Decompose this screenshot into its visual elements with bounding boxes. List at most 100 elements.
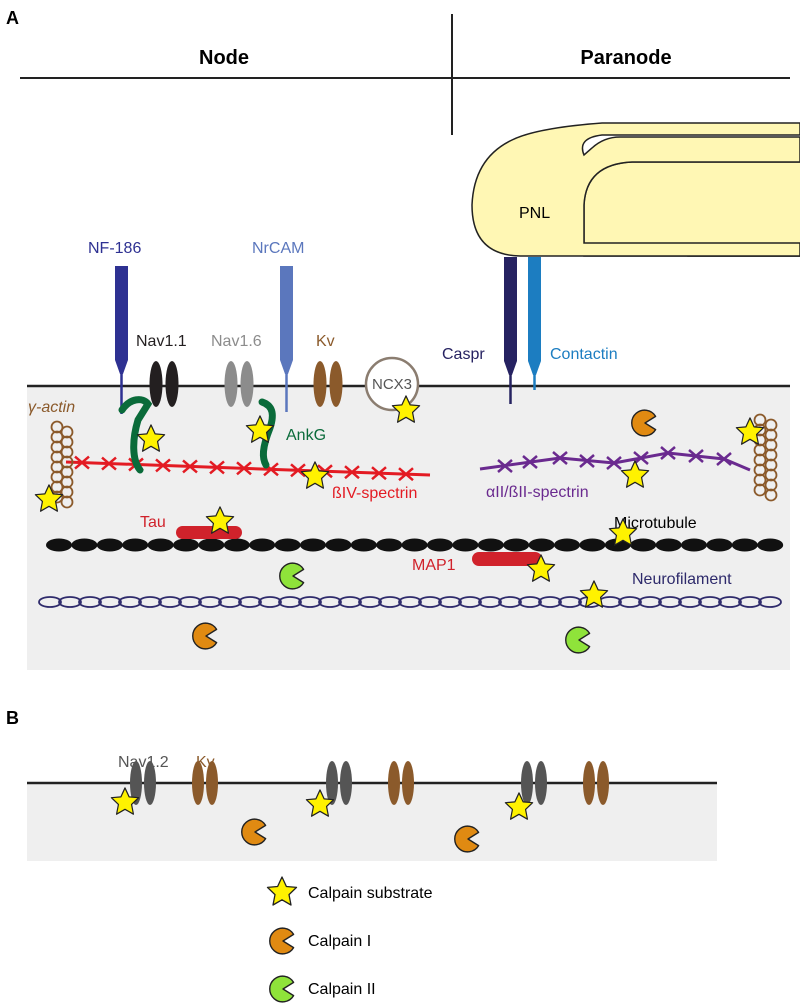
paranodal-loops: PNL (471, 122, 800, 257)
neurofilament-loop (118, 596, 142, 608)
actin-bead (60, 475, 74, 489)
neurofilament-loop (358, 596, 382, 608)
pnl-label: PNL (519, 205, 550, 222)
actin-bead (50, 450, 64, 464)
actin-bead (764, 478, 778, 492)
actin-bead (753, 483, 767, 497)
microtubule-segment (122, 538, 149, 552)
neurofilament-loop (698, 596, 722, 608)
spectrin-cross (522, 455, 538, 469)
microtubule-segment (71, 538, 98, 552)
microtubule-segment (46, 538, 72, 552)
ankg-label: AnkG (286, 427, 326, 444)
legend-calpain-ii-icon (269, 975, 295, 1003)
kv-label: Kv (316, 333, 335, 350)
kv-subunit (597, 761, 609, 805)
tau-label: Tau (140, 514, 166, 531)
nav12-subunit (144, 761, 156, 805)
microtubule-segment (630, 538, 657, 552)
actin-bead (753, 413, 767, 427)
nav11-channel (149, 361, 179, 407)
neurofilament-loop (518, 596, 542, 608)
neurofilament-loop (618, 596, 642, 608)
map1-label: MAP1 (412, 557, 456, 574)
actin-bead (50, 430, 64, 444)
legend-substrate-label: Calpain substrate (308, 885, 433, 902)
nav16-label: Nav1.6 (211, 333, 262, 350)
microtubule-segment (147, 538, 174, 552)
panel-b-label: B (6, 708, 19, 728)
nav12-subunit (535, 761, 547, 805)
microtubule-segment (681, 538, 707, 552)
spectrin-cross (579, 454, 595, 468)
caspr-label: Caspr (442, 346, 485, 363)
microtubule-segment (579, 538, 606, 552)
gamma-actin-node (50, 420, 74, 509)
actin-bead (753, 443, 767, 457)
spectrin-cross (606, 456, 622, 470)
neurofilament-loop (338, 596, 362, 608)
actin-bead (50, 460, 64, 474)
actin-bead (50, 420, 64, 434)
neurofilament-loop (638, 596, 662, 608)
kv-subunit (402, 761, 414, 805)
neurofilament-loop (678, 596, 702, 608)
tau-protein (176, 526, 242, 539)
actin-bead (764, 428, 778, 442)
microtubule-segment (528, 538, 555, 552)
spectrin-cross (236, 461, 252, 476)
neurofilament-loop (138, 596, 162, 608)
legend-calpain-i-icon (269, 927, 295, 955)
neurofilament-loop (718, 596, 742, 608)
neurofilament-loop (218, 596, 242, 608)
microtubule-segment (198, 538, 225, 552)
neurofilament-loop (398, 596, 422, 608)
microtubule-segment (554, 538, 580, 552)
actin-bead (60, 435, 74, 449)
nrcam-protein (280, 266, 293, 412)
neurofilament-loop (158, 596, 182, 608)
actin-bead (764, 448, 778, 462)
actin-bead (764, 488, 778, 502)
panel-a-label: A (6, 8, 19, 28)
microtubule-segment (477, 538, 504, 552)
actin-bead (764, 458, 778, 472)
microtubule-segment (452, 538, 479, 552)
actin-bead (60, 485, 74, 499)
actin-bead (60, 495, 74, 509)
actin-bead (764, 468, 778, 482)
neurofilament-loop (538, 596, 562, 608)
node-header: Node (199, 47, 249, 69)
legend: Calpain substrate Calpain I Calpain II (266, 876, 433, 1003)
spectrin-cross (101, 456, 117, 471)
microtubule-segment (376, 538, 403, 552)
microtubule-segment (325, 538, 352, 552)
neurofilament-loop (378, 596, 402, 608)
spectrin-cross (155, 458, 171, 473)
spectrin-cross (660, 446, 676, 460)
actin-bead (60, 455, 74, 469)
actin-bead (60, 465, 74, 479)
aii-bii-spectrin-label: αII/ßII-spectrin (486, 484, 589, 501)
neurofilament-loop (58, 596, 82, 608)
spectrin-cross (398, 467, 414, 482)
spectrin-cross (290, 463, 306, 478)
actin-bead (753, 463, 767, 477)
kv-channel (313, 361, 343, 407)
spectrin-cross (182, 459, 198, 474)
microtubule-segment (655, 538, 682, 552)
microtubule-segment (274, 538, 301, 552)
microtubule-segment (96, 538, 123, 552)
kv-subunit (388, 761, 400, 805)
nav12-subunit (340, 761, 352, 805)
nav12-label: Nav1.2 (118, 754, 169, 771)
spectrin-cross (74, 455, 90, 470)
contactin-label: Contactin (550, 346, 618, 363)
neurofilament-loop (498, 596, 522, 608)
neurofilament-loop (758, 596, 782, 608)
neurofilament-label: Neurofilament (632, 571, 732, 588)
microtubule-segment (223, 538, 250, 552)
nf186-label: NF-186 (88, 240, 141, 257)
